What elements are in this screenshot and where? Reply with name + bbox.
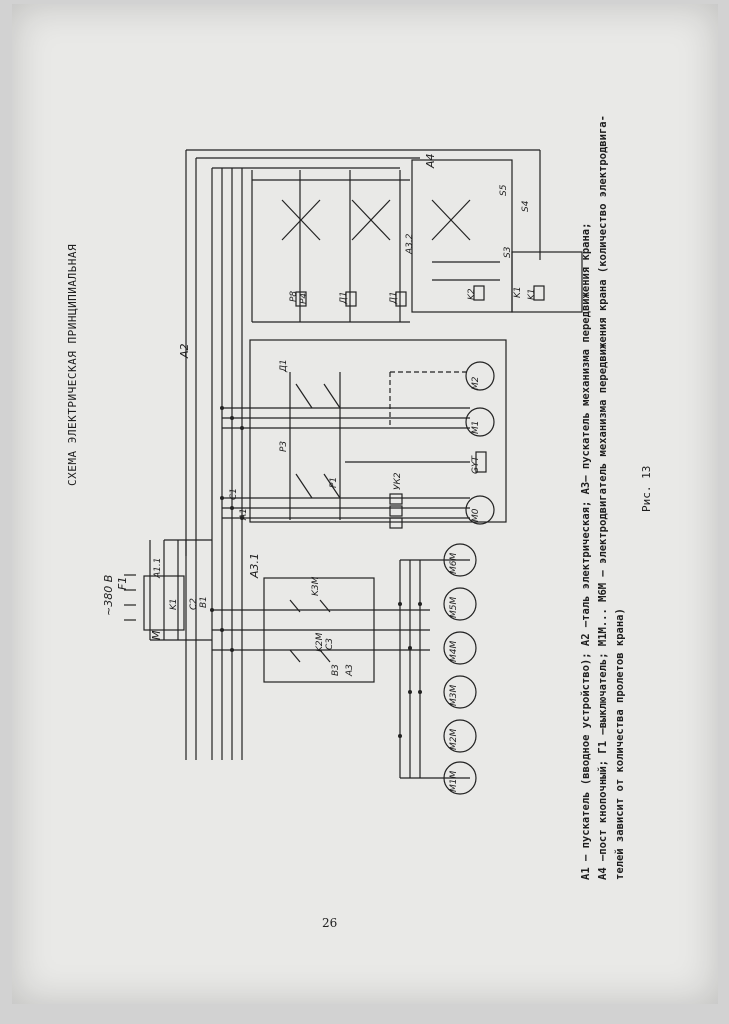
label-a4: А4: [424, 153, 437, 169]
label-a31: А3.1: [248, 553, 261, 579]
hoist-wiring: [222, 371, 470, 529]
relay-label-d1b: Д1: [389, 291, 399, 305]
label-c1: С1: [229, 488, 239, 500]
label-k1-coil: K1: [513, 286, 523, 298]
motor-label-m0: M0: [471, 508, 481, 522]
label-a11: А1.1: [153, 558, 163, 579]
label-s4: S4: [521, 200, 531, 212]
motor-m3m: [443, 675, 477, 709]
label-b3: В3: [331, 664, 341, 676]
travel-wiring: [212, 559, 470, 779]
page-number: 26: [322, 916, 338, 930]
motor-m1: [465, 407, 495, 437]
label-s3: S3: [503, 246, 513, 258]
motor-label-m1: M1: [471, 421, 481, 435]
motor-m2: [465, 361, 495, 391]
box-a32: [411, 159, 513, 313]
brake-gyt: [475, 451, 487, 473]
motor-m5m: [443, 587, 477, 621]
motor-label-m6m: M6М: [449, 553, 459, 574]
motor-label-m3m: M3М: [449, 685, 459, 706]
document-page: [12, 4, 718, 1004]
label-f1: F1: [116, 577, 129, 590]
label-p1: Р1: [329, 477, 339, 488]
label-a2: А2: [178, 343, 191, 359]
label-k2m: K2М: [315, 632, 325, 652]
box-a4: [511, 251, 583, 313]
motor-label-m5m: M5М: [449, 597, 459, 618]
motor-m2m: [443, 719, 477, 753]
label-c2: С2: [189, 598, 199, 610]
motor-label-m4m: M4М: [449, 641, 459, 662]
motor-label-m2: M2: [471, 376, 481, 390]
relay-label-k2: K2: [467, 288, 477, 300]
label-a32: А3.2: [405, 233, 415, 255]
motor-m6m: [443, 543, 477, 577]
label-p3: Р3: [279, 441, 289, 452]
input-starter: [143, 539, 212, 641]
label-a1: А1: [239, 508, 249, 521]
label-k3m: K3М: [311, 576, 321, 596]
relay-label-d1a: Д1: [339, 291, 349, 305]
label-c3: С3: [325, 638, 335, 650]
motor-m0: [465, 495, 495, 525]
label-s5: S5: [499, 184, 509, 196]
relay-label-k1: K1: [527, 288, 537, 300]
relay-ladder: [251, 170, 545, 323]
motor-label-m1m: M1М: [449, 771, 459, 792]
label-b1: В1: [199, 596, 209, 608]
motor-m1m: [443, 761, 477, 795]
label-a3: А3: [345, 664, 355, 677]
relay-label-p4: Р4: [299, 293, 309, 304]
box-a2-hoist: [249, 339, 507, 523]
relay-label-p8: Р8: [289, 291, 299, 302]
label-m: M: [150, 630, 163, 640]
motor-m4m: [443, 631, 477, 665]
junction-dots: [210, 406, 422, 738]
motor-label-m2m: M2М: [449, 729, 459, 750]
supply-voltage-label: ~380 В: [102, 575, 115, 616]
label-k1: K1: [169, 598, 179, 610]
label-d1: Д1: [279, 359, 289, 373]
label-gyt: GYT: [471, 455, 481, 474]
label-yk2: УК2: [393, 472, 403, 490]
